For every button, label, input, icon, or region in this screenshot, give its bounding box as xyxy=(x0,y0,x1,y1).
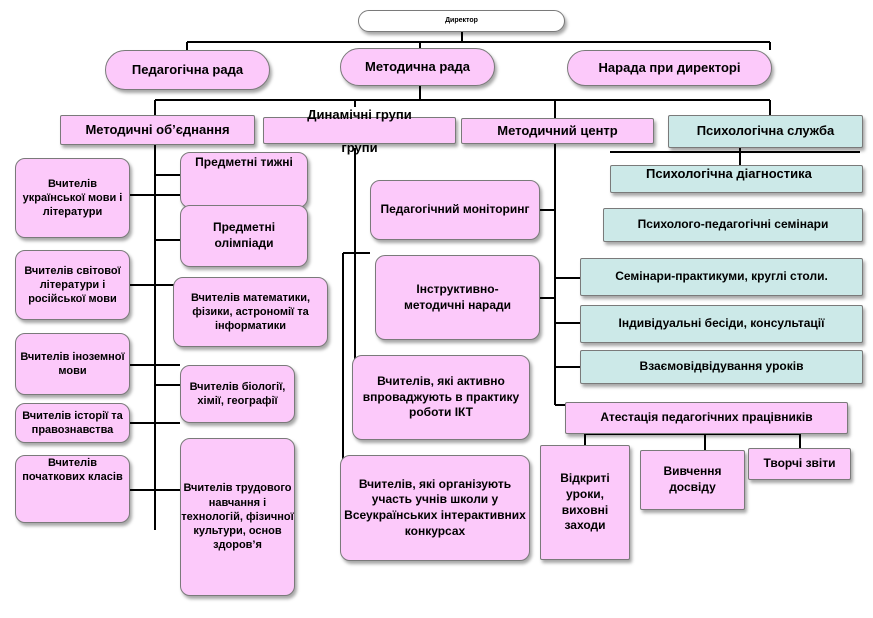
pedagogical-council: Педагогічна рада xyxy=(105,50,270,90)
workshops: Семінари-практикуми, круглі столи. xyxy=(580,258,863,296)
union-biology: Вчителів біології, хімії, географії xyxy=(180,365,295,423)
union-primary: Вчителів початкових класів xyxy=(15,455,130,523)
attestation: Атестація педагогічних працівників xyxy=(565,402,848,434)
dynamic-contest-group: Вчителів, які організують участь учнів ш… xyxy=(340,455,530,561)
dynamic-groups-label-2: групи xyxy=(341,140,378,155)
union-foreign-language: Вчителів іноземної мови xyxy=(15,333,130,395)
methodical-center: Методичний центр xyxy=(461,118,654,144)
psych-seminars: Психолого-педагогічні семінари xyxy=(603,208,863,242)
experience-study: Вивчення досвіду xyxy=(640,450,745,510)
methodical-council: Методична рада xyxy=(340,48,495,86)
consultations: Індивідуальні бесіди, консультації xyxy=(580,305,863,343)
subject-olympiads: Предметні олімпіади xyxy=(180,205,308,267)
psych-diagnostics: Психологічна діагностика xyxy=(610,165,863,193)
director-meeting: Нарада при директорі xyxy=(567,50,772,86)
dynamic-groups xyxy=(263,117,456,144)
methodical-unions: Методичні об’єднання xyxy=(60,115,255,145)
pedagogical-monitoring: Педагогічний моніторинг xyxy=(370,180,540,240)
open-lessons: Відкриті уроки, виховні заходи xyxy=(540,445,630,560)
union-ukrainian: Вчителів української мови і літератури xyxy=(15,158,130,238)
creative-reports: Творчі звіти xyxy=(748,448,851,480)
lesson-visits: Взаємовідвідування уроків xyxy=(580,350,863,384)
dynamic-groups-label-1: Динамічні групи xyxy=(307,107,412,122)
union-world-literature: Вчителів світової літератури і російсько… xyxy=(15,250,130,320)
psychological-service: Психологічна служба xyxy=(668,115,863,148)
union-labor: Вчителів трудового навчання і технологій… xyxy=(180,438,295,596)
union-math: Вчителів математики, фізики, астрономії … xyxy=(173,277,328,347)
director-box: Директор xyxy=(358,10,565,32)
subject-weeks: Предметні тижні xyxy=(180,152,308,208)
union-history: Вчителів історії та правознавства xyxy=(15,403,130,443)
instructive-meetings: Інструктивно-методичні наради xyxy=(375,255,540,340)
dynamic-ict-group: Вчителів, які активно впроваджують в пра… xyxy=(352,355,530,440)
